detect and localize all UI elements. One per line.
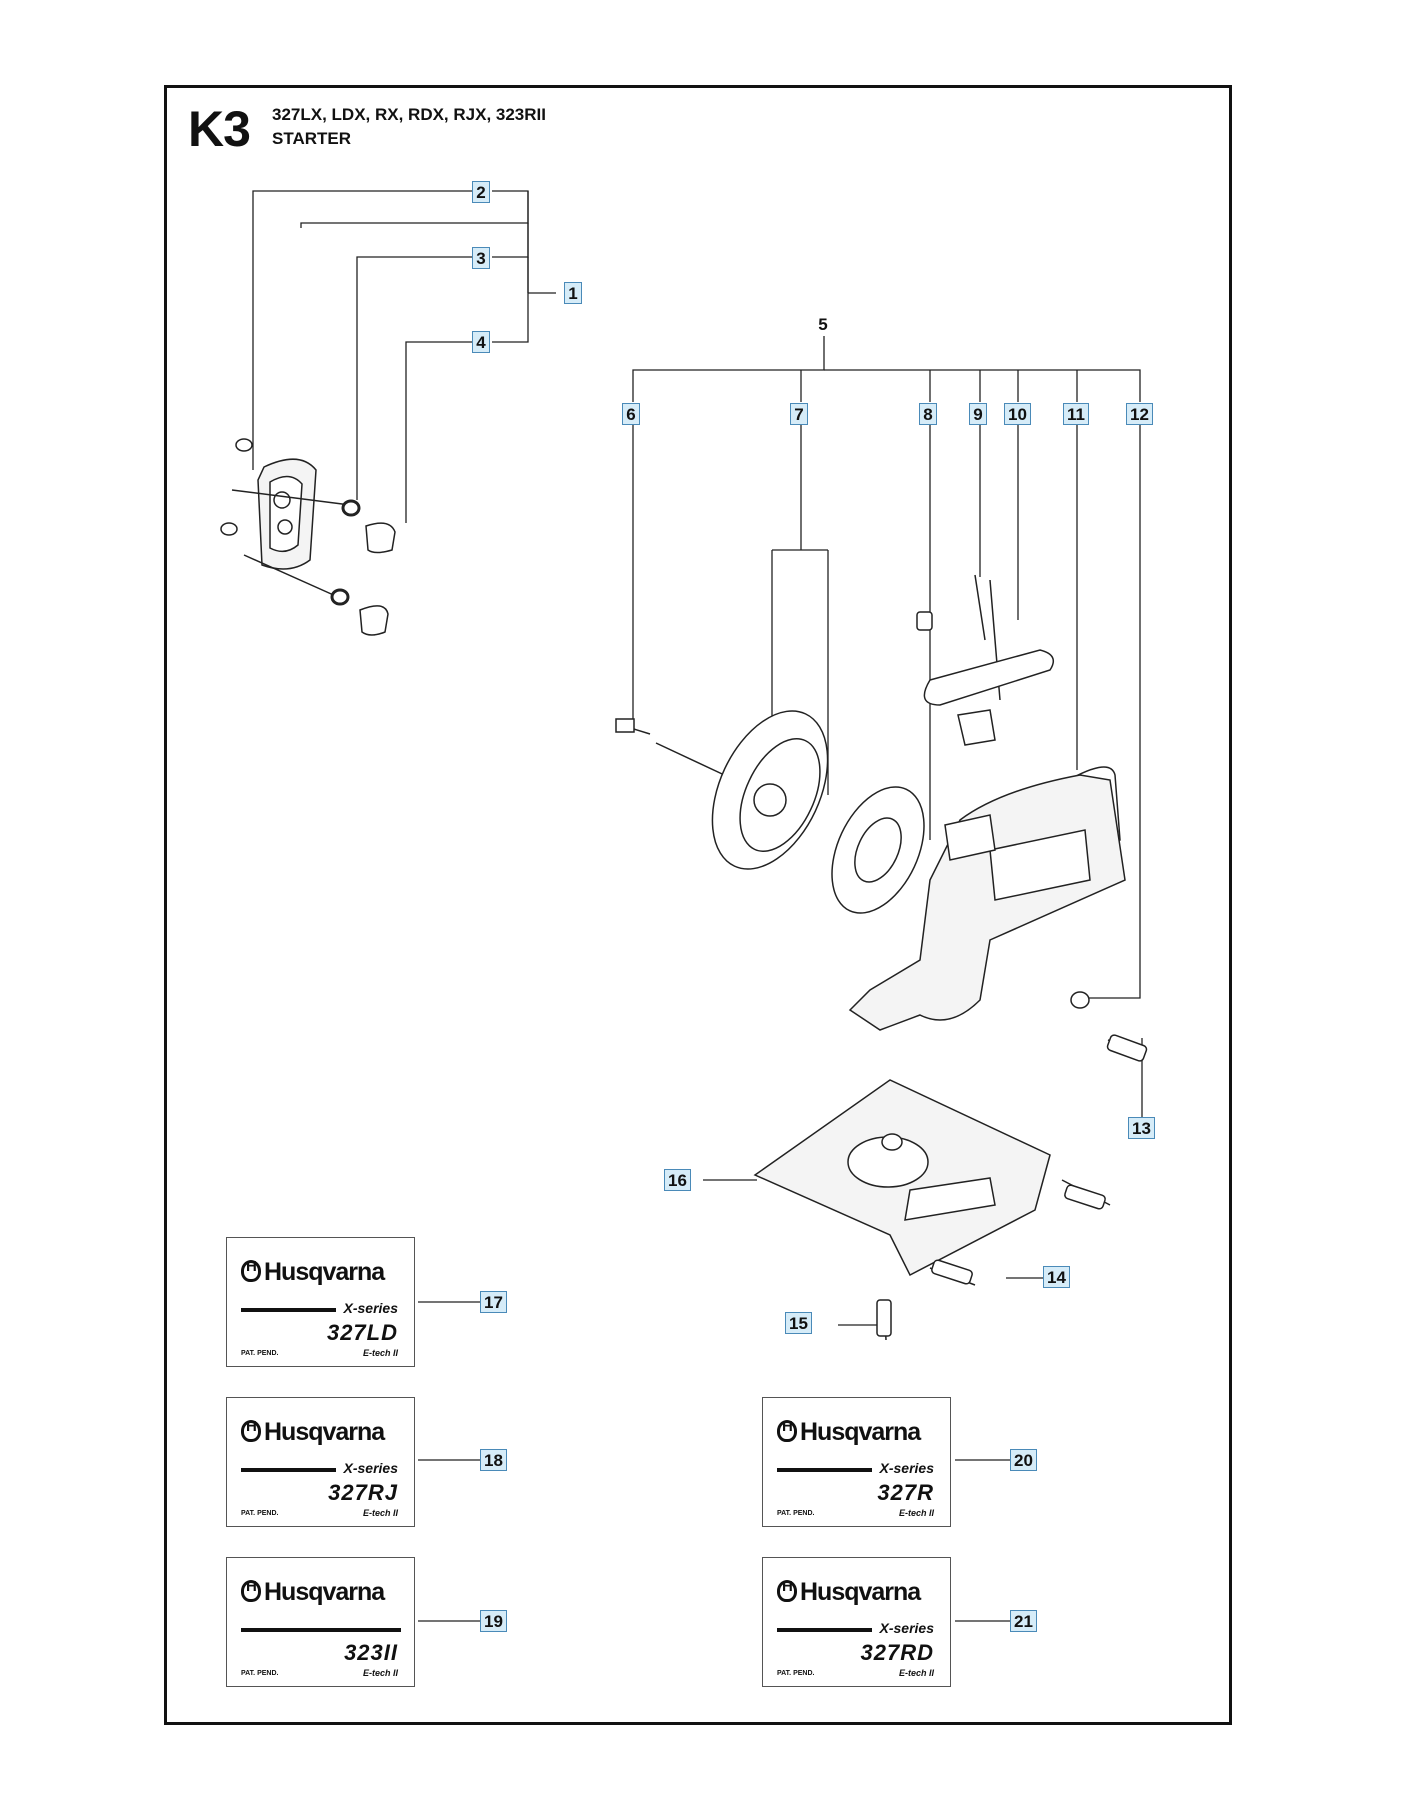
decal-327rd: Husqvarna X-series 327RD PAT. PEND. E-te… — [762, 1557, 951, 1687]
husqvarna-crown-icon — [777, 1418, 797, 1442]
callout-4[interactable]: 4 — [472, 331, 490, 353]
decal-etech: E-tech II — [362, 1348, 398, 1358]
callout-6[interactable]: 6 — [622, 403, 640, 425]
decal-series: X-series — [879, 1460, 934, 1476]
decal-model: 327LD — [326, 1320, 398, 1345]
decal-stripe — [777, 1468, 872, 1472]
handle-assembly-drawing — [220, 438, 396, 636]
decal-patent: PAT. PEND. — [777, 1510, 815, 1517]
callout-11[interactable]: 11 — [1063, 403, 1089, 425]
starter-assembly-drawing — [615, 574, 1148, 1062]
section-title: STARTER — [272, 129, 352, 148]
decal-model: 327RD — [860, 1640, 934, 1665]
decal-327r: Husqvarna X-series 327R PAT. PEND. E-tec… — [762, 1397, 951, 1527]
callout-12[interactable]: 12 — [1126, 403, 1153, 425]
decal-etech: E-tech II — [362, 1668, 398, 1678]
decal-327rj: Husqvarna X-series 327RJ PAT. PEND. E-te… — [226, 1397, 415, 1527]
decal-model: 327RJ — [328, 1480, 398, 1505]
section-code: K3 — [188, 101, 251, 157]
callout-5[interactable]: 5 — [814, 313, 832, 335]
page-frame — [164, 85, 1232, 1725]
decal-series: X-series — [879, 1620, 934, 1636]
husqvarna-logo: Husqvarna — [241, 1258, 385, 1287]
decal-patent: PAT. PEND. — [241, 1510, 279, 1517]
callout-21[interactable]: 21 — [1010, 1610, 1037, 1632]
decal-series: X-series — [343, 1300, 398, 1316]
decal-model: 327R — [877, 1480, 934, 1505]
husqvarna-logo: Husqvarna — [777, 1578, 921, 1607]
decal-327ld: Husqvarna X-series 327LD PAT. PEND. E-te… — [226, 1237, 415, 1367]
decal-patent: PAT. PEND. — [777, 1670, 815, 1677]
callout-14[interactable]: 14 — [1043, 1266, 1070, 1288]
decal-etech: E-tech II — [898, 1508, 934, 1518]
callout-13[interactable]: 13 — [1128, 1117, 1155, 1139]
decal-patent: PAT. PEND. — [241, 1670, 279, 1677]
decal-model: 323II — [344, 1640, 398, 1665]
callout-15[interactable]: 15 — [785, 1312, 812, 1334]
decal-stripe — [241, 1308, 336, 1312]
decal-stripe — [241, 1628, 401, 1632]
decal-stripe — [241, 1468, 336, 1472]
model-list: 327LX, LDX, RX, RDX, RJX, 323RII — [272, 105, 546, 124]
decal-323ii: Husqvarna 323II PAT. PEND. E-tech II — [226, 1557, 415, 1687]
callout-3[interactable]: 3 — [472, 247, 490, 269]
husqvarna-crown-icon — [241, 1258, 261, 1282]
callout-9[interactable]: 9 — [969, 403, 987, 425]
leader-lines — [252, 190, 1143, 1622]
callout-1[interactable]: 1 — [564, 282, 582, 304]
decal-etech: E-tech II — [362, 1508, 398, 1518]
callout-17[interactable]: 17 — [480, 1291, 507, 1313]
base-plate-drawing — [753, 1079, 1111, 1341]
decal-series: X-series — [343, 1460, 398, 1476]
decal-stripe — [777, 1628, 872, 1632]
callout-18[interactable]: 18 — [480, 1449, 507, 1471]
callout-2[interactable]: 2 — [472, 181, 490, 203]
husqvarna-logo: Husqvarna — [241, 1578, 385, 1607]
callout-8[interactable]: 8 — [919, 403, 937, 425]
husqvarna-crown-icon — [777, 1578, 797, 1602]
callout-16[interactable]: 16 — [664, 1169, 691, 1191]
callout-10[interactable]: 10 — [1004, 403, 1031, 425]
husqvarna-logo: Husqvarna — [241, 1418, 385, 1447]
callout-7[interactable]: 7 — [790, 403, 808, 425]
husqvarna-crown-icon — [241, 1418, 261, 1442]
callout-20[interactable]: 20 — [1010, 1449, 1037, 1471]
decal-etech: E-tech II — [898, 1668, 934, 1678]
husqvarna-logo: Husqvarna — [777, 1418, 921, 1447]
callout-19[interactable]: 19 — [480, 1610, 507, 1632]
decal-patent: PAT. PEND. — [241, 1350, 279, 1357]
husqvarna-crown-icon — [241, 1578, 261, 1602]
